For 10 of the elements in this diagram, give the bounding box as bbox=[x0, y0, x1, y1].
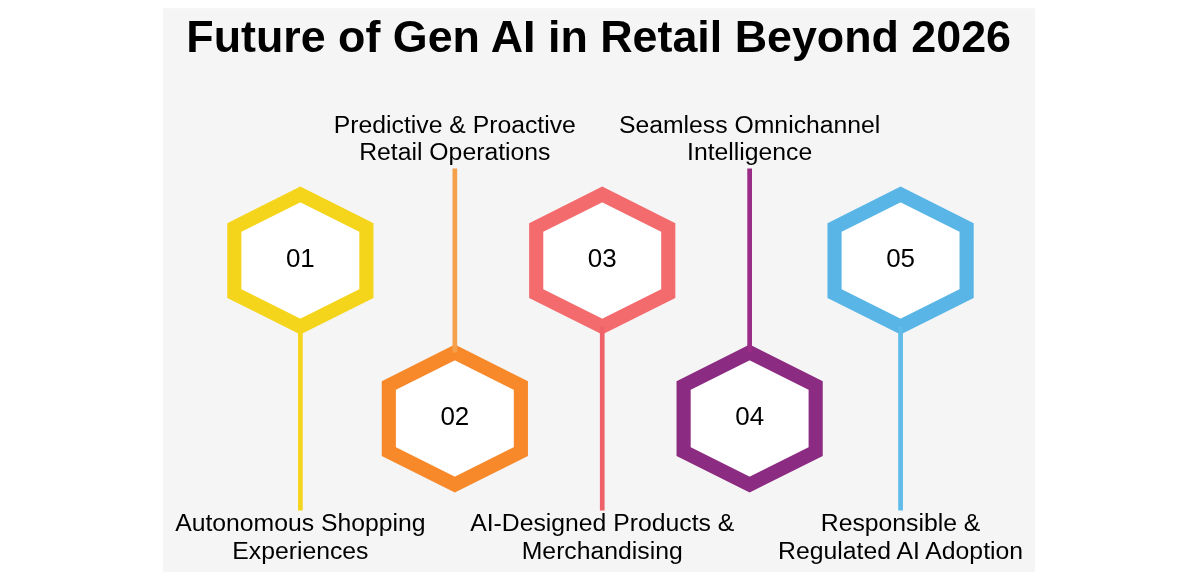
node-text: Seamless Omnichannel Intelligence bbox=[618, 110, 880, 166]
node-text: Responsible & Regulated AI Adoption bbox=[777, 509, 1023, 564]
node-text: AI-Designed Products & Merchandising bbox=[469, 509, 734, 564]
diagram-title: Future of Gen AI in Retail Beyond 2026 bbox=[185, 11, 1011, 62]
connector bbox=[452, 168, 457, 353]
connector bbox=[599, 326, 605, 511]
connector bbox=[746, 168, 752, 353]
connector bbox=[897, 326, 903, 511]
node-text: Autonomous Shopping Experiences bbox=[174, 509, 426, 564]
node-text: Predictive & Proactive Retail Operations bbox=[333, 110, 576, 166]
